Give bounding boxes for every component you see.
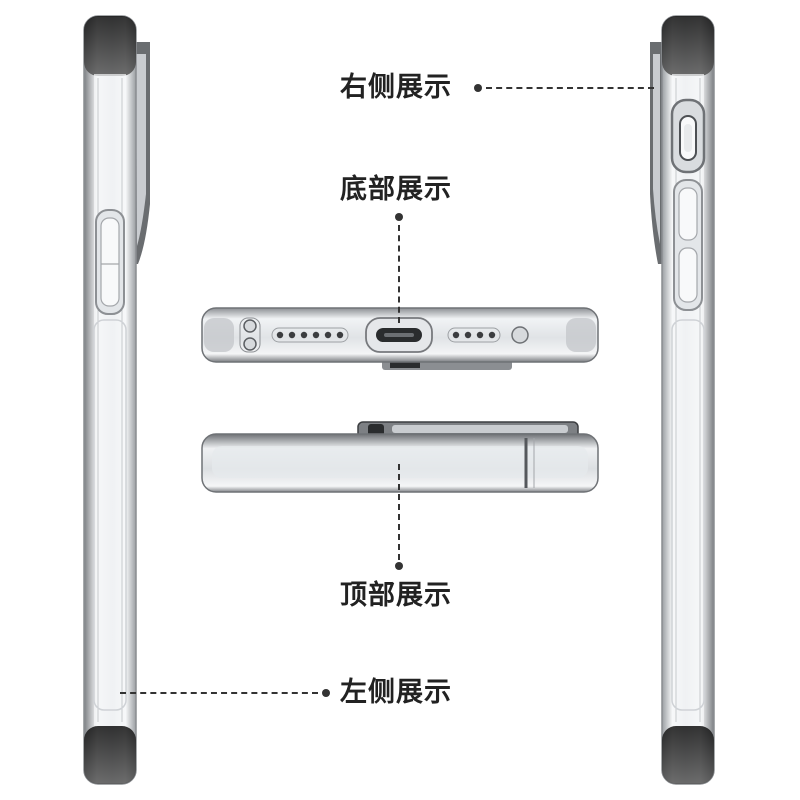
bottom-edge-view	[201, 307, 599, 370]
bottom-leader-line	[398, 225, 400, 323]
left-side-phone-view	[83, 15, 150, 785]
left-side-label: 左侧展示	[340, 677, 452, 708]
top-label-dot	[395, 562, 403, 570]
right-side-leader-line	[486, 87, 654, 89]
top-label: 顶部展示	[340, 580, 452, 611]
top-leader-line	[398, 464, 400, 560]
top-edge-view	[201, 421, 599, 493]
right-side-label: 右侧展示	[340, 72, 452, 103]
left-side-label-dot	[322, 689, 330, 697]
right-side-label-dot	[474, 84, 482, 92]
left-side-leader-line	[120, 692, 318, 694]
bottom-label-dot	[395, 213, 403, 221]
bottom-label: 底部展示	[340, 174, 452, 205]
right-side-phone-view	[650, 15, 715, 785]
